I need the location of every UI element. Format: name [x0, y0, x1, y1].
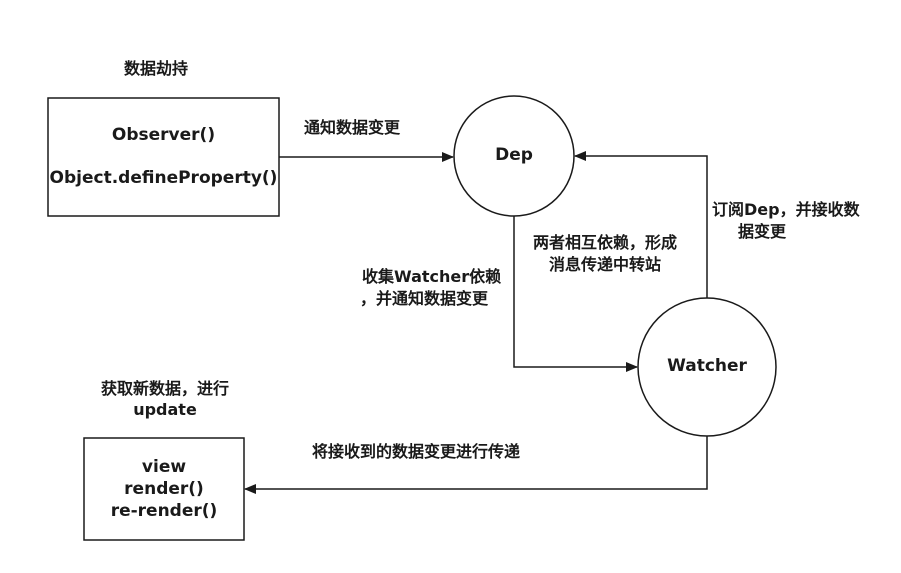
arrow-dep-to-watcher	[513, 216, 638, 372]
fetch-line2: update	[133, 400, 197, 419]
arrow-watcher-to-view	[244, 436, 708, 494]
observer-label: Observer()	[111, 125, 216, 145]
view-label: view	[141, 457, 187, 477]
dep-relation-line2: 消息传递中转站	[548, 255, 661, 274]
watcher-label: Watcher	[667, 356, 747, 376]
define-property-label: Object.defineProperty()	[49, 168, 278, 188]
rerender-label: re-render()	[110, 501, 218, 521]
observer-box	[47, 97, 280, 217]
pass-change-label: 将接收到的数据变更进行传递	[312, 442, 521, 461]
hijack-title: 数据劫持	[124, 59, 189, 78]
fetch-line1: 获取新数据，进行	[100, 379, 229, 398]
subscribe-line1: 订阅Dep，并接收数	[712, 200, 860, 219]
dep-label: Dep	[495, 145, 533, 165]
notify-change-label: 通知数据变更	[304, 118, 401, 137]
render-label: render()	[124, 479, 204, 499]
collect-line1: 收集Watcher依赖	[362, 267, 502, 286]
subscribe-line2: 据变更	[738, 222, 787, 241]
dep-relation-line1: 两者相互依赖，形成	[532, 233, 677, 252]
arrow-watcher-to-dep	[574, 151, 708, 298]
collect-line2: ，并通知数据变更	[360, 289, 489, 308]
